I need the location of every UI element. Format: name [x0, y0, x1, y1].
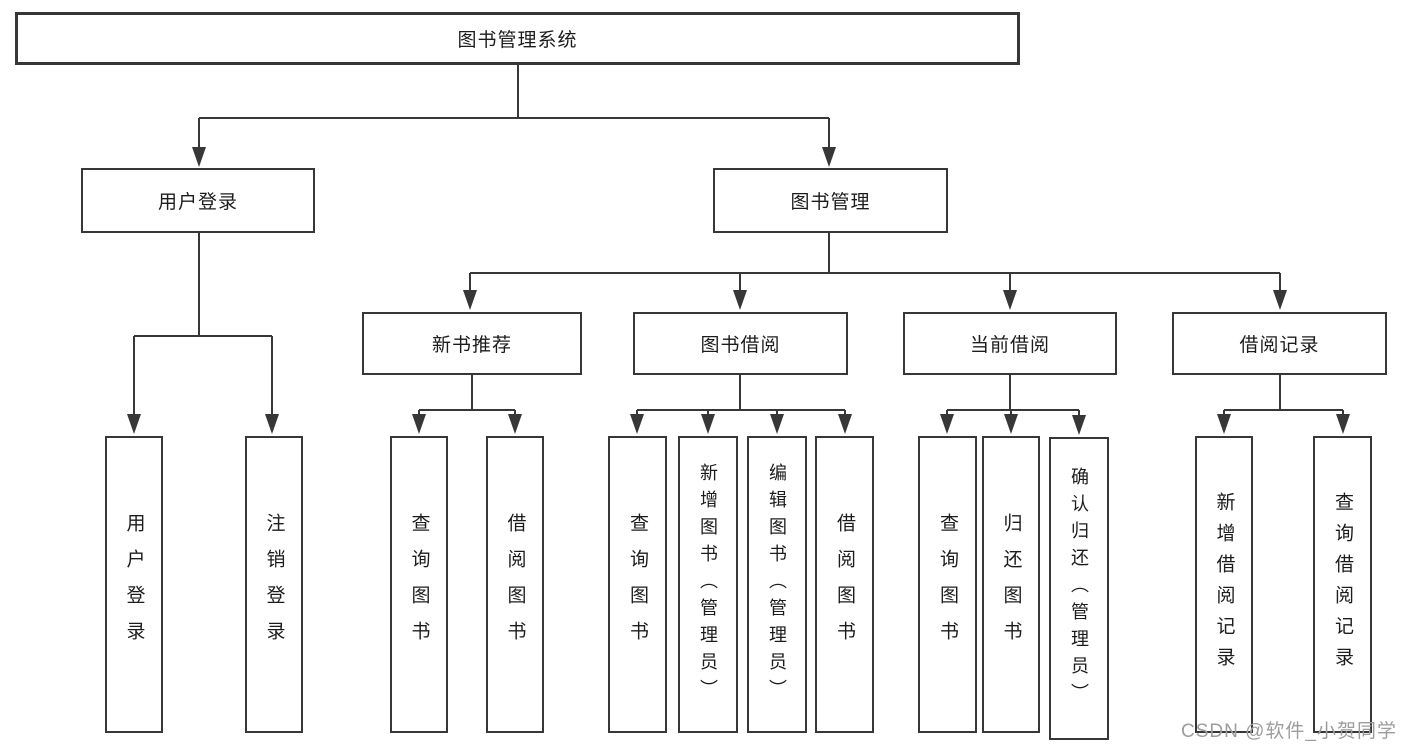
node-label: 图书管理	[790, 192, 871, 213]
node-label: 借阅图书	[834, 512, 855, 657]
leaf-borrow-books-recommend: 借阅图书	[486, 436, 544, 733]
node-new-book-recommendation: 新书推荐	[362, 312, 582, 375]
node-label: 查询图书	[937, 512, 958, 657]
node-label: 查询图书	[408, 512, 430, 657]
node-book-management-system: 图书管理系统	[15, 12, 1020, 65]
node-current-borrowing: 当前借阅	[903, 312, 1117, 375]
node-label: 图书管理系统	[457, 30, 578, 51]
node-user-login: 用户登录	[81, 168, 315, 233]
node-label: 借阅记录	[1239, 335, 1320, 356]
node-label: 确认归还（管理员）	[1069, 467, 1089, 710]
node-label: 新增借阅记录	[1213, 491, 1235, 678]
node-label: 新增图书（管理员）	[698, 463, 718, 706]
leaf-query-borrow-record: 查询借阅记录	[1313, 436, 1372, 733]
node-label: 借阅图书	[504, 512, 526, 657]
node-label: 用户登录	[123, 512, 145, 657]
leaf-return-books: 归还图书	[982, 436, 1040, 733]
leaf-logout: 注销登录	[245, 436, 303, 733]
node-book-management: 图书管理	[713, 168, 948, 233]
leaf-add-borrow-record: 新增借阅记录	[1195, 436, 1253, 733]
leaf-edit-books-admin: 编辑图书（管理员）	[747, 436, 807, 733]
leaf-query-books-current: 查询图书	[918, 436, 977, 733]
leaf-query-books-recommend: 查询图书	[390, 436, 448, 733]
node-label: 编辑图书（管理员）	[767, 463, 787, 706]
node-label: 查询图书	[627, 512, 648, 657]
leaf-borrow-books: 借阅图书	[815, 436, 874, 733]
leaf-confirm-return-admin: 确认归还（管理员）	[1049, 437, 1109, 740]
leaf-user-login: 用户登录	[105, 436, 163, 733]
node-label: 新书推荐	[431, 335, 512, 356]
leaf-query-books-borrow: 查询图书	[608, 436, 667, 733]
node-borrowing-records: 借阅记录	[1172, 312, 1387, 375]
node-label: 归还图书	[1000, 512, 1022, 657]
leaf-add-books-admin: 新增图书（管理员）	[678, 436, 738, 733]
csdn-watermark: CSDN @软件_小贺同学	[1181, 721, 1397, 742]
node-label: 用户登录	[157, 192, 238, 213]
node-label: 当前借阅	[969, 335, 1050, 356]
node-label: 注销登录	[263, 512, 285, 657]
node-label: 图书借阅	[700, 335, 781, 356]
node-label: 查询借阅记录	[1332, 491, 1353, 678]
node-book-borrowing: 图书借阅	[633, 312, 848, 375]
